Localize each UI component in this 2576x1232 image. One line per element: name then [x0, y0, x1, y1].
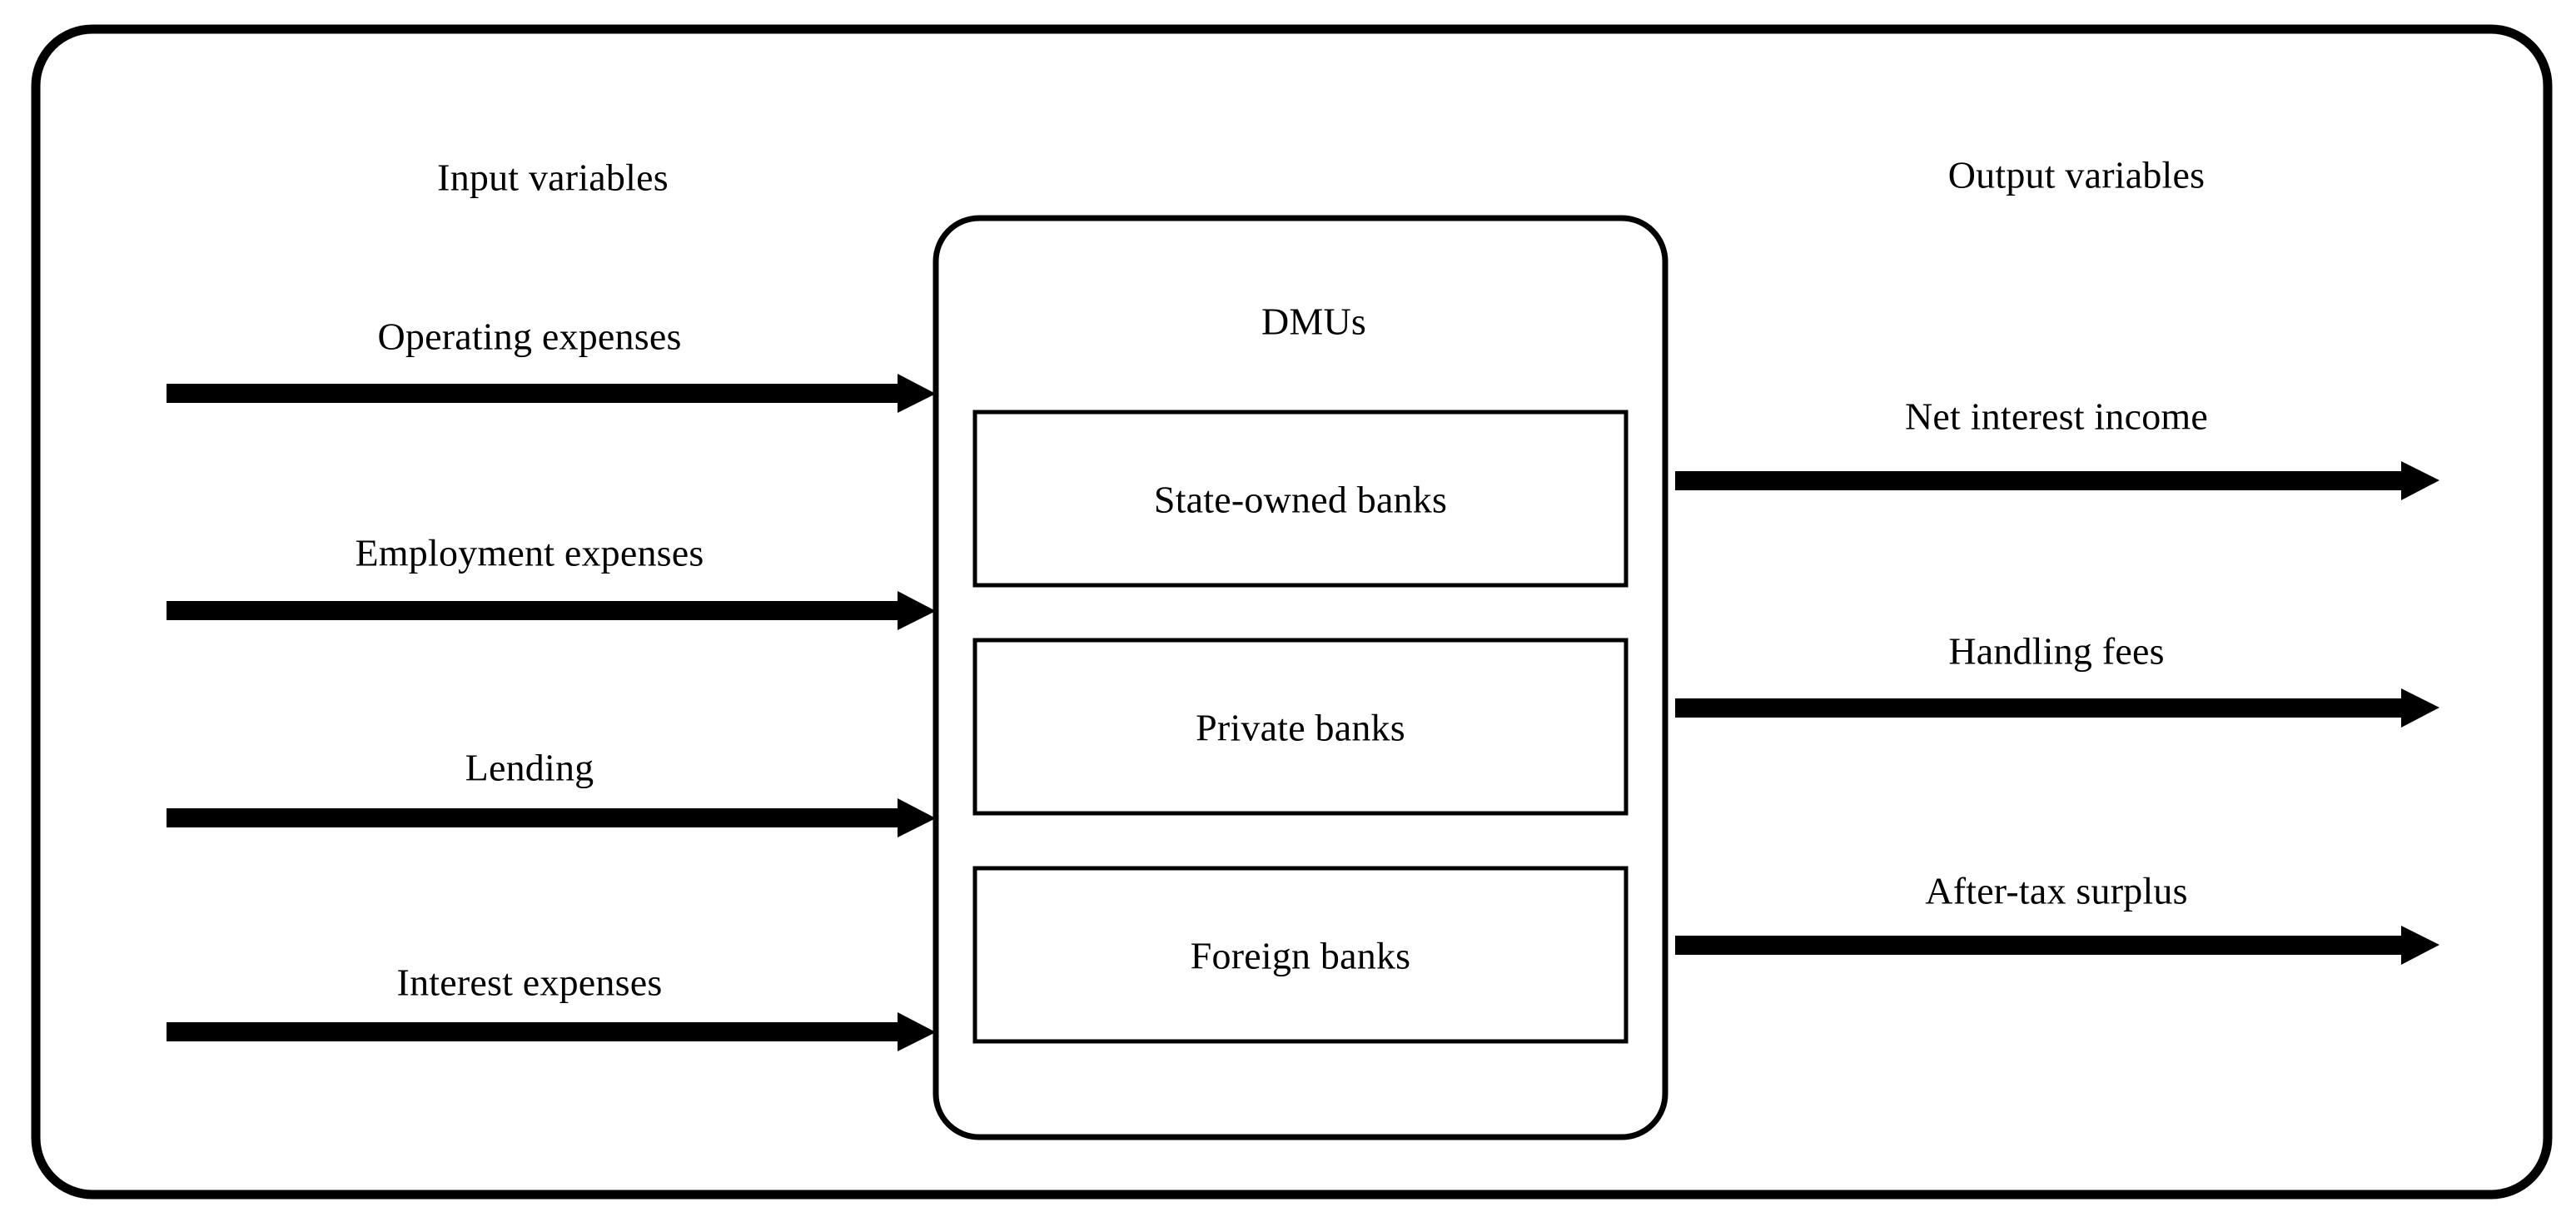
input-arrow-lending — [167, 798, 936, 837]
dmu-box-state-owned[interactable] — [972, 410, 1629, 588]
output-label-after-tax-surplus: After-tax surplus — [1925, 869, 2188, 912]
dmu-label-foreign-banks: Foreign banks — [1190, 934, 1411, 977]
output-arrow-net-interest-income — [1675, 461, 2439, 500]
dmu-label-state-owned-banks: State-owned banks — [1153, 478, 1448, 521]
input-label-lending: Lending — [465, 746, 594, 789]
output-variables-heading: Output variables — [1947, 153, 2206, 196]
input-arrow-employment-expenses — [167, 591, 936, 630]
output-label-handling-fees: Handling fees — [1948, 629, 2165, 673]
output-arrow-handling-fees — [1675, 688, 2439, 728]
input-label-operating-expenses: Operating expenses — [377, 315, 682, 358]
input-arrow-interest-expenses — [167, 1012, 936, 1051]
output-arrow-after-tax-surplus — [1675, 926, 2439, 965]
input-label-employment-expenses: Employment expenses — [355, 531, 704, 574]
dmu-label-private-banks: Private banks — [1196, 706, 1405, 749]
dmus-group-label: DMUs — [1261, 300, 1367, 343]
dmu-box-foreign[interactable] — [972, 866, 1629, 1044]
output-label-net-interest-income: Net interest income — [1904, 395, 2209, 438]
input-label-interest-expenses: Interest expenses — [396, 961, 663, 1004]
dmu-box-private[interactable] — [972, 638, 1629, 816]
input-variables-heading: Input variables — [437, 156, 669, 199]
input-arrow-operating-expenses — [167, 374, 936, 413]
